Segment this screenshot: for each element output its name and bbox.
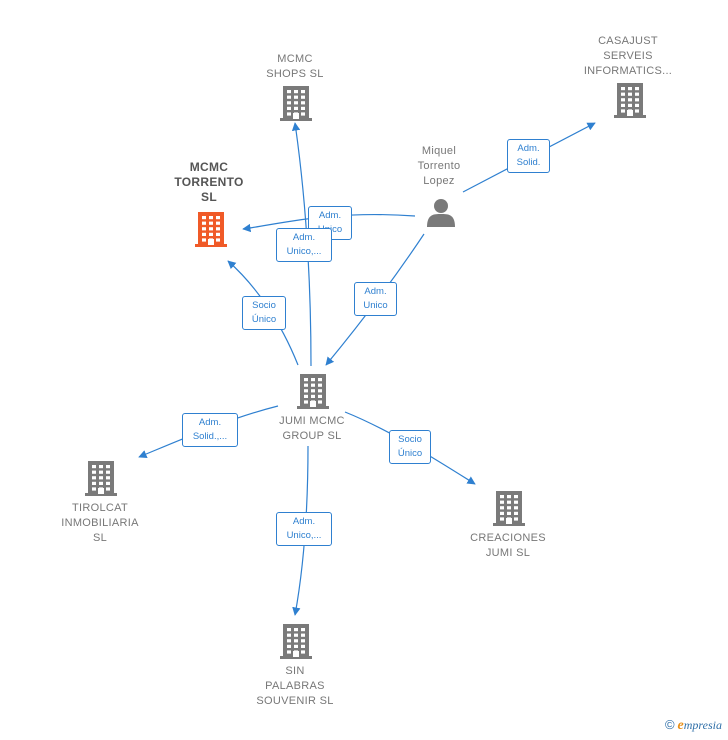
brand-watermark: ©empresia: [665, 717, 722, 734]
edge-label-jumi-creaciones[interactable]: Socio Único: [389, 430, 431, 464]
building-icon[interactable]: [85, 461, 117, 496]
building-icon[interactable]: [280, 624, 312, 659]
building-icon[interactable]: [195, 212, 227, 247]
node-label-mcmc_torrento[interactable]: MCMC TORRENTO SL: [174, 160, 244, 204]
building-icon[interactable]: [493, 491, 525, 526]
node-label-miquel[interactable]: Miquel Torrento Lopez: [417, 145, 461, 187]
copyright-symbol: ©: [664, 717, 675, 732]
building-icon[interactable]: [297, 374, 329, 409]
edge-label-miquel-casajust[interactable]: Adm. Solid.: [507, 139, 550, 173]
edge-label-miquel-jumi[interactable]: Adm. Unico: [354, 282, 397, 316]
node-label-jumi[interactable]: JUMI MCMC GROUP SL: [279, 415, 345, 442]
edge-label-jumi-sin_palabras[interactable]: Adm. Unico,...: [276, 512, 332, 546]
node-label-tirolcat[interactable]: TIROLCAT INMOBILIARIA SL: [61, 502, 139, 544]
node-label-mcmc_shops[interactable]: MCMC SHOPS SL: [266, 53, 324, 80]
building-icon[interactable]: [614, 83, 646, 118]
edge-label-jumi-mcmc_shops[interactable]: Adm. Unico,...: [276, 228, 332, 262]
node-label-casajust[interactable]: CASAJUST SERVEIS INFORMATICS...: [583, 35, 673, 77]
node-label-creaciones[interactable]: CREACIONES JUMI SL: [470, 532, 546, 559]
edge-label-jumi-mcmc_torrento[interactable]: Socio Único: [242, 296, 286, 330]
node-label-sin_palabras[interactable]: SIN PALABRAS SOUVENIR SL: [256, 665, 334, 707]
brand-initial: e: [677, 718, 684, 733]
edge-label-jumi-tirolcat[interactable]: Adm. Solid.,...: [182, 413, 238, 447]
person-icon[interactable]: [427, 199, 455, 227]
brand-name: mpresia: [683, 718, 722, 732]
building-icon[interactable]: [280, 86, 312, 121]
